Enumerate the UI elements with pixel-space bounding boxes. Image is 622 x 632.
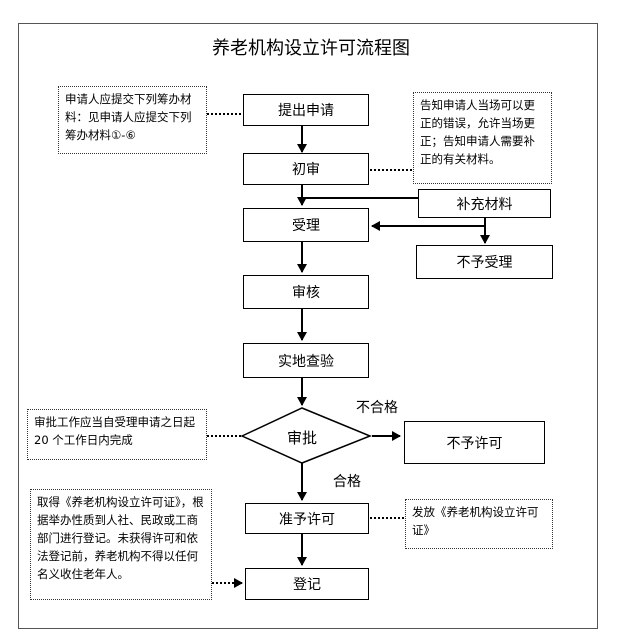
diagram-frame	[18, 23, 598, 629]
fail-condition-label: 不合格	[356, 400, 398, 416]
timeline-note: 审批工作应当自受理申请之日起 20 个工作日内完成	[27, 409, 207, 460]
registration-note: 取得《养老机构设立许可证》，根据举办性质到人社、民政或工商部门进行登记。未获得许…	[30, 489, 212, 600]
reject-acceptance-label: 不予受理	[456, 255, 513, 271]
approval-diamond	[240, 407, 373, 464]
accept-label: 受理	[292, 218, 320, 234]
supplement-materials-label: 补充材料	[456, 196, 513, 213]
register-label: 登记	[293, 577, 321, 593]
submit-application-box[interactable]: 提出申请	[243, 94, 369, 126]
grant-license-label: 准予许可	[279, 511, 335, 528]
correction-note: 告知申请人当场可以更正的错误，允许当场更正；告知申请人需要补正的有关材料。	[413, 92, 552, 184]
pass-condition-label: 合格	[333, 474, 361, 490]
supplement-materials-box[interactable]: 补充材料	[418, 189, 551, 218]
grant-license-box[interactable]: 准予许可	[245, 503, 369, 534]
deny-license-box[interactable]: 不予许可	[404, 421, 545, 464]
deny-license-label: 不予许可	[446, 435, 503, 452]
license-note: 发放《养老机构设立许可证》	[405, 499, 553, 549]
accept-box[interactable]: 受理	[243, 208, 369, 242]
audit-box[interactable]: 审核	[243, 275, 369, 309]
initial-review-label: 初审	[292, 162, 320, 178]
register-box[interactable]: 登记	[245, 568, 369, 600]
submit-application-label: 提出申请	[278, 103, 334, 119]
audit-label: 审核	[292, 285, 320, 301]
approval-label: 审批	[287, 429, 318, 447]
materials-note: 申请人应提交下列筹办材料：见申请人应提交下列筹办材料①-⑥	[58, 86, 207, 154]
inspection-label: 实地查验	[278, 353, 334, 370]
reject-acceptance-box[interactable]: 不予受理	[416, 245, 553, 279]
initial-review-box[interactable]: 初审	[243, 153, 369, 185]
inspection-box[interactable]: 实地查验	[243, 343, 369, 378]
page-title: 养老机构设立许可流程图	[212, 38, 410, 59]
